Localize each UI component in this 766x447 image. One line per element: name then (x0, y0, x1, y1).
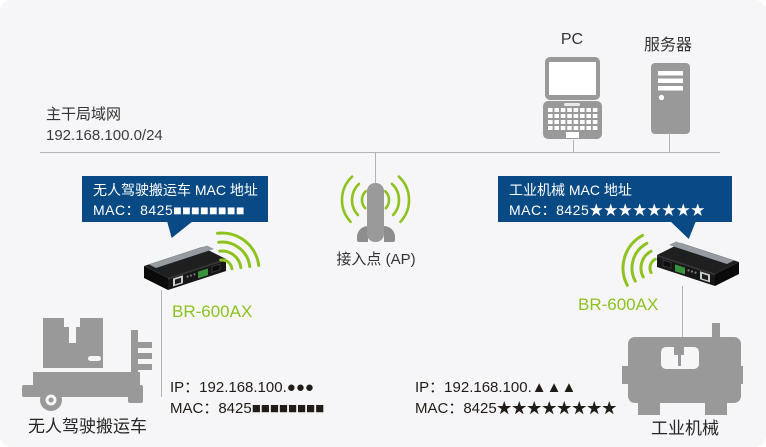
mac-callout-machine: 工业机械 MAC 地址 MAC：8425★★★★★★★★ (498, 176, 732, 222)
backbone-lan-label: 主干局域网 (46, 106, 122, 123)
bridge-right-label: BR-600AX (578, 295, 659, 314)
callout-machine-title: 工业机械 MAC 地址 (509, 182, 632, 198)
callout-agv-title: 无人驾驶搬运车 MAC 地址 (93, 182, 258, 198)
callout-machine-mac: MAC：8425★★★★★★★★ (509, 202, 706, 218)
agv-drop-line (161, 290, 162, 397)
wifi-arcs-ap-right-icon (340, 165, 411, 235)
ap-drop-line (375, 153, 376, 183)
machine-mac-line: MAC：8425★★★★★★★★ (415, 400, 617, 417)
pc-label: PC (560, 31, 584, 48)
machine-icon (620, 320, 745, 417)
agv-ip-line: IP：192.168.100.●●● (170, 379, 314, 396)
callout-agv-mac: MAC：8425■■■■■■■■ (93, 202, 245, 218)
laptop-icon (543, 57, 603, 141)
ap-label: 接入点 (AP) (336, 251, 416, 268)
agv-mac-line: MAC：8425■■■■■■■■ (170, 400, 325, 417)
address-block-agv: IP：192.168.100.●●● MAC：8425■■■■■■■■ (170, 377, 324, 419)
machine-label: 工业机械 (651, 419, 719, 438)
server-label: 服务器 (643, 37, 692, 54)
backbone-lan-label-group: 主干局域网 192.168.100.0/24 (46, 104, 163, 146)
address-block-machine: IP：192.168.100.▲▲▲ MAC：8425★★★★★★★★ (415, 377, 617, 419)
access-point-icon (367, 183, 384, 242)
agv-icon (20, 312, 155, 414)
server-drop-line (669, 133, 670, 153)
access-point-foot-right (384, 226, 395, 242)
wifi-arcs-bridge-left-icon (212, 218, 282, 288)
machine-ip-line: IP：192.168.100.▲▲▲ (415, 379, 577, 396)
agv-label: 无人驾驶搬运车 (28, 417, 147, 436)
wifi-arcs-ap-left-icon (332, 165, 402, 235)
server-icon (651, 63, 691, 135)
bridge-left-label: BR-600AX (172, 302, 253, 321)
wireless-bridge-right-icon (653, 234, 743, 296)
access-point-foot-left (357, 226, 368, 242)
wireless-bridge-left-icon (140, 238, 230, 300)
mac-callout-agv: 无人驾驶搬运车 MAC 地址 MAC：8425■■■■■■■■ (82, 176, 268, 222)
callout-agv-tail (167, 221, 193, 238)
machine-drop-line (682, 286, 683, 337)
pc-drop-line (573, 140, 574, 153)
backbone-line (40, 152, 720, 153)
backbone-subnet: 192.168.100.0/24 (46, 127, 163, 144)
wifi-arcs-bridge-right-icon (600, 228, 670, 298)
